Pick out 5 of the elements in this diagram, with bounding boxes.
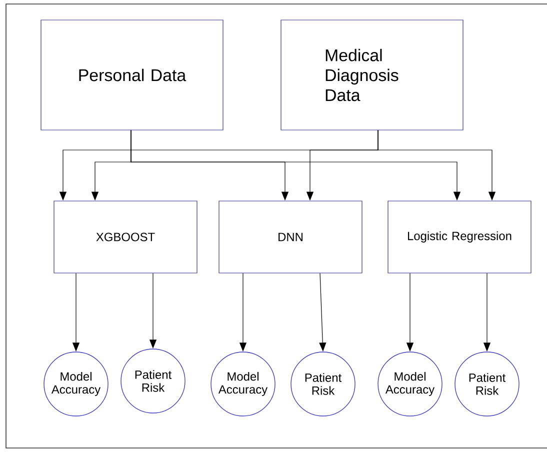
model-box: XGBOOST xyxy=(54,200,198,274)
model-box: DNN xyxy=(218,200,362,274)
data-source-box: Personal Data xyxy=(40,20,224,130)
data-source-box: Medical Diagnosis Data xyxy=(280,20,464,130)
model-box: Logistic Regression xyxy=(388,200,532,274)
